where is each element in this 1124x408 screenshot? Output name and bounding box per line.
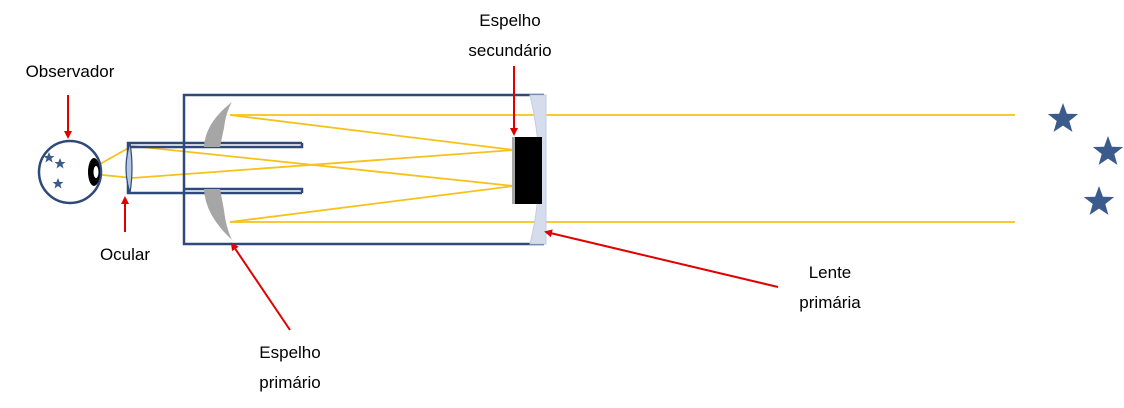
secondary-mirror bbox=[514, 137, 542, 204]
primary-lens-label-line2: primária bbox=[799, 293, 861, 312]
converging-ray-1 bbox=[131, 149, 515, 179]
star-icon bbox=[1092, 136, 1124, 165]
eyepiece-label: Ocular bbox=[99, 245, 151, 264]
moon-icon bbox=[1055, 154, 1076, 189]
telescope-tube bbox=[182, 93, 544, 246]
secondary-mirror-label-line2: secundário bbox=[468, 41, 552, 60]
star-icon bbox=[1047, 103, 1079, 132]
secondary-mirror-label-line1: Espelho bbox=[479, 11, 541, 30]
eyepiece-lens bbox=[125, 142, 133, 194]
reflected-ray-bottom bbox=[229, 185, 515, 223]
primary-lens-label: Lente primária bbox=[775, 258, 885, 318]
light-rays bbox=[92, 114, 1015, 223]
secondary-mirror-mount bbox=[512, 137, 515, 204]
observer-label: Observador bbox=[25, 62, 115, 81]
eye-star-icon bbox=[43, 152, 55, 163]
primary-mirror-arrow bbox=[230, 242, 291, 331]
converging-ray-2 bbox=[131, 145, 515, 187]
primary-mirror-label: Espelho primário bbox=[235, 338, 345, 398]
star-icon bbox=[1083, 186, 1115, 215]
pointer-arrows bbox=[64, 66, 779, 331]
reflected-ray-top bbox=[229, 114, 515, 151]
primary-lens-label-line1: Lente bbox=[808, 263, 852, 282]
secondary-mirror-label: Espelho secundário bbox=[445, 6, 575, 66]
primary-lens-arrow bbox=[544, 229, 779, 288]
eye-icon bbox=[37, 139, 103, 205]
primary-mirror-label-line2: primário bbox=[259, 373, 321, 392]
eye-star-icon bbox=[52, 178, 64, 189]
primary-mirror-label-line1: Espelho bbox=[259, 343, 321, 362]
eye-star-icon bbox=[54, 158, 66, 169]
primary-mirror bbox=[204, 102, 232, 240]
